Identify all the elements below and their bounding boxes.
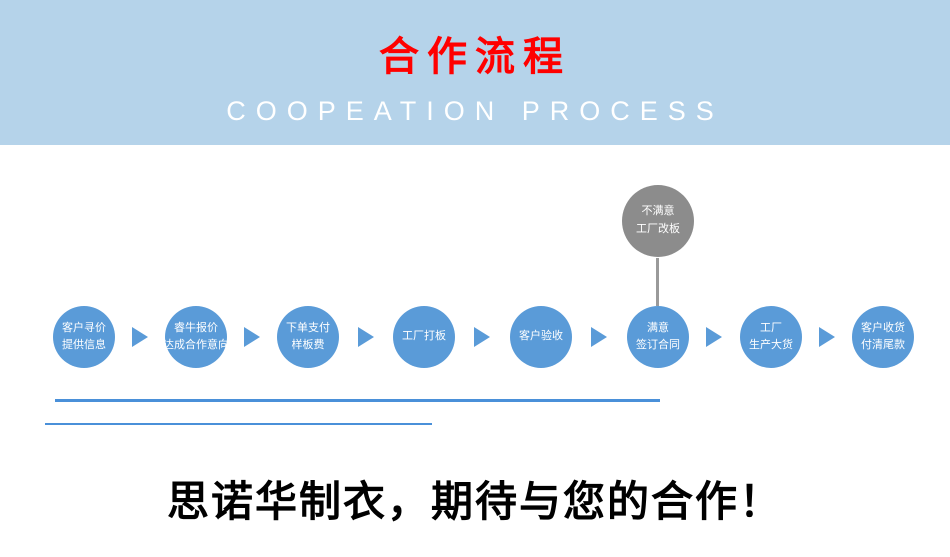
step-8-line1: 客户收货 — [861, 321, 905, 334]
step-1-line2: 提供信息 — [62, 339, 106, 351]
step-circle-7: 工厂 生产大货 — [740, 306, 802, 368]
arrow-right-icon — [819, 327, 835, 347]
step-6-line2: 签订合同 — [636, 339, 680, 351]
step-circle-3: 下单支付 样板费 — [277, 306, 339, 368]
step-circle-1: 客户寻价 提供信息 — [53, 306, 115, 368]
banner: 合作流程 COOPEATION PROCESS — [0, 0, 950, 145]
step-6-line1: 满意 — [647, 321, 669, 334]
alt-step-line1: 不满意 — [641, 205, 675, 218]
step-8-line2: 付清尾款 — [861, 339, 905, 351]
arrow-right-icon — [244, 327, 260, 347]
step-5-line1: 客户验收 — [519, 330, 563, 343]
step-4-line1: 工厂打板 — [402, 330, 446, 343]
arrow-right-icon — [591, 327, 607, 347]
step-circle-5: 客户验收 — [510, 306, 572, 368]
arrow-right-icon — [358, 327, 374, 347]
arrow-right-icon — [706, 327, 722, 347]
step-2-line2: 达成合作意向 — [163, 339, 229, 351]
step-circle-4: 工厂打板 — [393, 306, 455, 368]
step-3-line1: 下单支付 — [286, 321, 330, 334]
divider-line-long — [55, 399, 660, 402]
footer-slogan: 思诺华制衣，期待与您的合作！ — [166, 478, 783, 525]
step-7-line2: 生产大货 — [749, 339, 793, 351]
divider-line-short — [45, 423, 432, 425]
banner-title: 合作流程 — [379, 35, 571, 79]
step-1-line1: 客户寻价 — [62, 321, 106, 334]
step-3-line2: 样板费 — [291, 339, 325, 351]
step-circle-8: 客户收货 付清尾款 — [852, 306, 914, 368]
step-7-line1: 工厂 — [760, 321, 782, 334]
step-2-line1: 睿牛报价 — [174, 321, 218, 334]
step-circle-6: 满意 签订合同 — [627, 306, 689, 368]
alt-step-line2: 工厂改板 — [636, 223, 680, 235]
arrow-right-icon — [474, 327, 490, 347]
alt-connector-line — [656, 258, 659, 306]
cooperation-flow: 不满意 工厂改板 客户寻价 提供信息 睿牛报价 达成合作意向 下单支付 样板费 … — [0, 145, 950, 455]
alt-step-circle: 不满意 工厂改板 — [622, 185, 694, 257]
arrow-right-icon — [132, 327, 148, 347]
step-circle-2: 睿牛报价 达成合作意向 — [163, 306, 229, 368]
banner-subtitle: COOPEATION PROCESS — [226, 96, 724, 126]
